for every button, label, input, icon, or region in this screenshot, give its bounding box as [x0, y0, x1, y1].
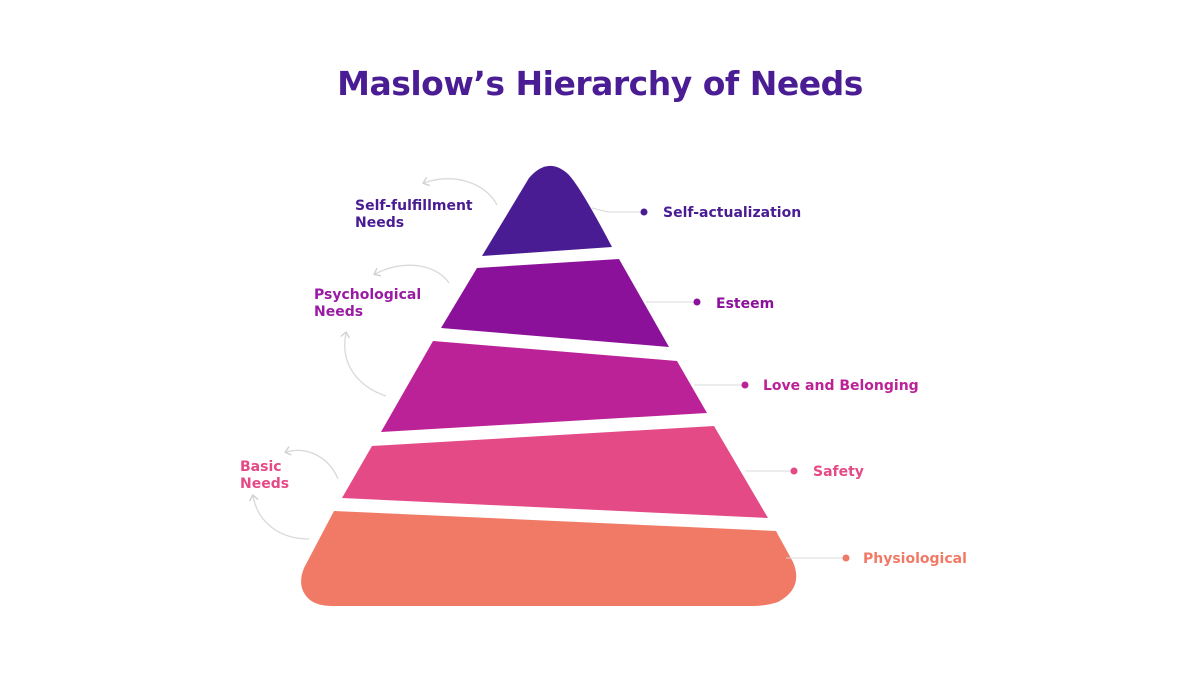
connector-dot-safety	[790, 467, 798, 475]
layer-physiological	[301, 511, 797, 606]
curved-arrow-icon	[340, 331, 387, 397]
connector-dot-love-and-belonging	[741, 381, 749, 389]
curved-arrow-icon	[373, 264, 450, 284]
level-label-esteem: Esteem	[716, 296, 774, 312]
connector-dot-physiological	[842, 554, 850, 562]
group-label-self-fulfillment: Self-fulfillment Needs	[355, 198, 477, 231]
layer-safety	[342, 426, 768, 518]
diagram-title: Maslow’s Hierarchy of Needs	[337, 64, 863, 103]
level-label-self-actualization: Self-actualization	[663, 205, 801, 221]
connectors	[591, 207, 843, 559]
layer-love-and-belonging	[381, 341, 707, 432]
group-label-basic: Basic Needs	[240, 459, 289, 492]
level-label-physiological: Physiological	[863, 551, 967, 567]
group-arrows	[249, 177, 498, 540]
connector-dot-esteem	[693, 298, 701, 306]
group-label-psychological: Psychological Needs	[314, 287, 426, 320]
layer-esteem	[441, 259, 669, 347]
connector-dot-self-actualization	[640, 208, 648, 216]
layer-self-actualization	[482, 165, 612, 256]
pyramid-layers	[301, 165, 797, 606]
curved-arrow-icon	[422, 177, 498, 206]
curved-arrow-icon	[284, 446, 339, 480]
curved-arrow-icon	[249, 494, 310, 540]
level-label-love-and-belonging: Love and Belonging	[763, 378, 919, 394]
level-label-safety: Safety	[813, 464, 864, 480]
